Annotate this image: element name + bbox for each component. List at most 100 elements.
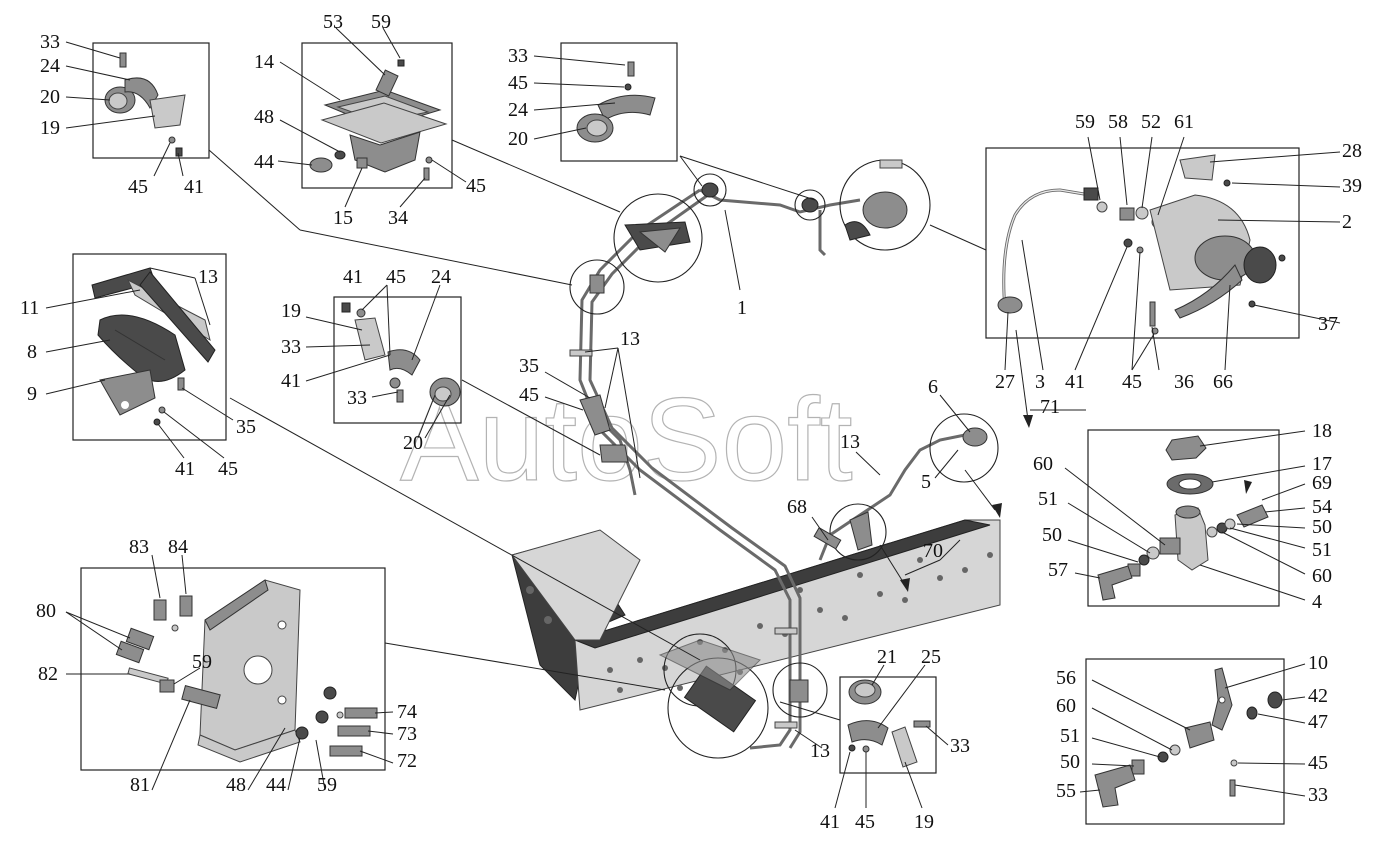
- label-59: 59: [371, 11, 391, 33]
- box5-leaders: [45, 267, 234, 459]
- label-1: 1: [737, 297, 747, 319]
- label-60: 60: [1312, 565, 1332, 587]
- detail-box-tee-fitting: [1085, 658, 1285, 825]
- box6-leaders: [305, 284, 451, 439]
- label-58: 58: [1108, 111, 1128, 133]
- label-33: 33: [40, 31, 60, 53]
- label-20: 20: [40, 86, 60, 108]
- label-42: 42: [1308, 685, 1328, 707]
- label-37: 37: [1318, 313, 1338, 335]
- label-59: 59: [317, 774, 337, 796]
- label-24: 24: [40, 55, 60, 77]
- label-2: 2: [1342, 211, 1352, 233]
- detail-box-air-horn: [985, 147, 1300, 339]
- label-24: 24: [431, 266, 451, 288]
- label-45: 45: [855, 811, 875, 833]
- label-33: 33: [950, 735, 970, 757]
- label-18: 18: [1312, 420, 1332, 442]
- label-28: 28: [1342, 140, 1362, 162]
- label-45: 45: [1308, 752, 1328, 774]
- box3-leaders: [533, 55, 626, 140]
- label-50: 50: [1042, 524, 1062, 546]
- box9-leaders: [834, 664, 949, 809]
- label-20: 20: [508, 128, 528, 150]
- label-17: 17: [1312, 453, 1332, 475]
- box1-leaders: [65, 41, 184, 177]
- label-57: 57: [1048, 559, 1068, 581]
- label-45: 45: [508, 72, 528, 94]
- label-41: 41: [343, 266, 363, 288]
- label-44: 44: [254, 151, 274, 173]
- label-19: 19: [281, 300, 301, 322]
- label-53: 53: [323, 11, 343, 33]
- label-41: 41: [175, 458, 195, 480]
- label-15: 15: [333, 207, 353, 229]
- label-45: 45: [519, 384, 539, 406]
- label-14: 14: [254, 51, 274, 73]
- label-45: 45: [466, 175, 486, 197]
- detail-box-bracket: [72, 253, 227, 441]
- label-36: 36: [1174, 371, 1194, 393]
- label-45: 45: [1122, 371, 1142, 393]
- pipeline-components: [569, 159, 988, 733]
- label-81: 81: [130, 774, 150, 796]
- label-21: 21: [877, 646, 897, 668]
- detail-box-valve: [1087, 429, 1280, 607]
- box2-leaders: [277, 27, 467, 208]
- box8-leaders: [65, 554, 394, 791]
- label-33: 33: [1308, 784, 1328, 806]
- label-41: 41: [281, 370, 301, 392]
- label-45: 45: [386, 266, 406, 288]
- label-72: 72: [397, 750, 417, 772]
- label-68: 68: [787, 496, 807, 518]
- label-74: 74: [397, 701, 417, 723]
- label-4: 4: [1312, 591, 1322, 613]
- label-66: 66: [1213, 371, 1233, 393]
- label-24: 24: [508, 99, 528, 121]
- label-55: 55: [1056, 780, 1076, 802]
- label-25: 25: [921, 646, 941, 668]
- label-59: 59: [1075, 111, 1095, 133]
- box7-leaders: [1064, 430, 1306, 601]
- label-84: 84: [168, 536, 188, 558]
- label-9: 9: [27, 383, 37, 405]
- watermark: AutoSoft: [400, 374, 853, 506]
- label-13: 13: [810, 740, 830, 762]
- label-60: 60: [1033, 453, 1053, 475]
- box10-leaders: [1079, 663, 1306, 797]
- label-19: 19: [40, 117, 60, 139]
- label-39: 39: [1342, 175, 1362, 197]
- label-13: 13: [840, 431, 860, 453]
- label-83: 83: [129, 536, 149, 558]
- detail-box-valve-housing: [301, 42, 453, 189]
- label-54: 54: [1312, 496, 1332, 518]
- label-8: 8: [27, 341, 37, 363]
- label-41: 41: [184, 176, 204, 198]
- label-48: 48: [254, 106, 274, 128]
- label-13: 13: [198, 266, 218, 288]
- label-45: 45: [128, 176, 148, 198]
- label-33: 33: [281, 336, 301, 358]
- label-69: 69: [1312, 472, 1332, 494]
- label-61: 61: [1174, 111, 1194, 133]
- label-34: 34: [388, 207, 408, 229]
- label-35: 35: [236, 416, 256, 438]
- label-71: 71: [1040, 396, 1060, 418]
- detail-box-clamp: [92, 42, 210, 159]
- label-51: 51: [1312, 539, 1332, 561]
- label-50: 50: [1312, 516, 1332, 538]
- label-48: 48: [226, 774, 246, 796]
- label-41: 41: [820, 811, 840, 833]
- label-56: 56: [1056, 667, 1076, 689]
- label-73: 73: [397, 723, 417, 745]
- label-6: 6: [928, 376, 938, 398]
- direction-arrows: [879, 469, 1002, 592]
- label-80: 80: [36, 600, 56, 622]
- label-10: 10: [1308, 652, 1328, 674]
- label-70: 70: [923, 540, 943, 562]
- label-50: 50: [1060, 751, 1080, 773]
- detail-box-clamp-pair: [560, 42, 678, 162]
- detail-box-clamp-bracket: [333, 296, 462, 424]
- label-11: 11: [20, 297, 39, 319]
